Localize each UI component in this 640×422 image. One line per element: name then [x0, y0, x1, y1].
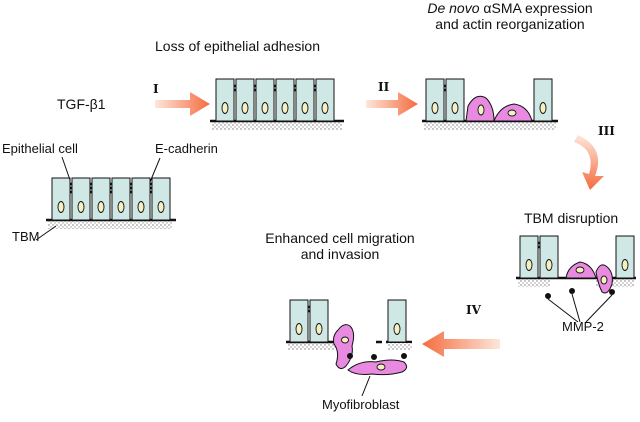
e-cadherin-junctions — [70, 182, 152, 194]
mmp2-molecules — [545, 288, 615, 299]
tgf-beta1-label: TGF-β1 — [57, 96, 106, 112]
e-cadherin-pointer — [149, 157, 161, 183]
tbm-pointer — [35, 225, 57, 241]
arrow-step-4 — [422, 331, 500, 357]
epithelial-layer-loss-adhesion — [210, 78, 344, 130]
step-1-label: I — [153, 82, 159, 96]
enhanced-migration-line1: Enhanced cell migration — [265, 230, 415, 246]
tbm-label: TBM — [12, 229, 40, 244]
myofibroblast-pointer — [361, 375, 371, 397]
de-novo-asma-label: De novo αSMA expression and actin reorga… — [412, 0, 608, 32]
enhanced-migration-label: Enhanced cell migration and invasion — [250, 230, 430, 262]
arrow-step-2 — [366, 92, 418, 116]
step-3-label: III — [598, 124, 615, 138]
step-4-label: IV — [466, 303, 481, 317]
myofibroblast-label: Myofibroblast — [322, 397, 400, 412]
mmp2-molecules — [347, 353, 407, 360]
epithelial-cell-label: Epithelial cell — [2, 141, 78, 156]
epithelial-cell-pointer — [61, 156, 71, 181]
de-novo-italic: De novo — [427, 0, 480, 16]
mmp2-label: MMP-2 — [562, 319, 604, 334]
epithelial-layer-tbm-disruption — [516, 235, 636, 323]
asma-expression-text: αSMA expression — [479, 0, 593, 16]
arrow-step-3 — [574, 135, 604, 190]
tbm-disruption-label: TBM disruption — [524, 210, 619, 226]
enhanced-migration-line2: and invasion — [300, 246, 380, 263]
loss-of-adhesion-label: Loss of epithelial adhesion — [155, 38, 321, 54]
actin-reorganization-text: and actin reorganization — [435, 16, 585, 33]
step-2-label: II — [378, 80, 390, 94]
epithelial-layer-initial — [35, 156, 176, 241]
epithelial-layer-invasion — [286, 299, 412, 397]
epithelial-layer-asma — [422, 78, 558, 130]
e-cadherin-label: E-cadherin — [155, 141, 218, 156]
arrow-step-1 — [155, 92, 210, 116]
myofibroblast-cell — [333, 324, 355, 370]
